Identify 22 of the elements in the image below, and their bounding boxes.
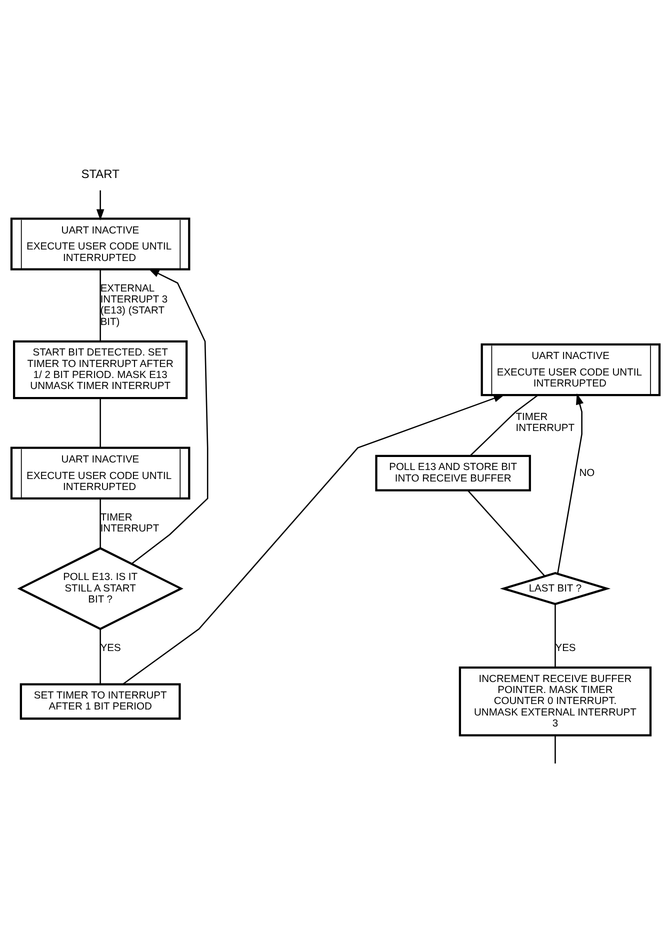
edge-label: TIMER INTERRUPT: [516, 412, 575, 434]
connector: [100, 398, 101, 448]
connector: [554, 604, 556, 668]
connector: [100, 628, 101, 684]
node-box: POLL E13 AND STORE BIT INTO RECEIVE BUFFER: [375, 454, 531, 492]
edge-label: NO: [579, 468, 595, 479]
arrow: [122, 394, 505, 685]
node-diamond: LAST BIT ?: [500, 572, 611, 606]
arrow: [557, 393, 584, 574]
connector: [467, 490, 546, 576]
node-diamond: POLL E13. IS IT STILL A START BIT ?: [17, 547, 184, 630]
connector: [100, 269, 101, 342]
connector: [554, 736, 556, 764]
edge-label: EXTERNAL INTERRUPT 3 (E13) (START BIT): [100, 283, 168, 328]
node-text: START: [81, 167, 120, 182]
arrow: [131, 268, 208, 564]
connector: [470, 394, 538, 456]
node-box: START BIT DETECTED. SET TIMER TO INTERRUPT AFTER 1/ 2 BIT PERIOD. MASK E13 UNMASK TIMER INTERRUPT: [13, 340, 188, 400]
node-box: INCREMENT RECEIVE BUFFER POINTER. MASK TIMER COUNTER 0 INTERRUPT. UNMASK EXTERNAL INTERRUPT 3: [458, 666, 652, 736]
arrow: [96, 190, 104, 220]
connector: [100, 498, 101, 548]
node-box: SET TIMER TO INTERRUPT AFTER 1 BIT PERIOD: [20, 683, 181, 720]
